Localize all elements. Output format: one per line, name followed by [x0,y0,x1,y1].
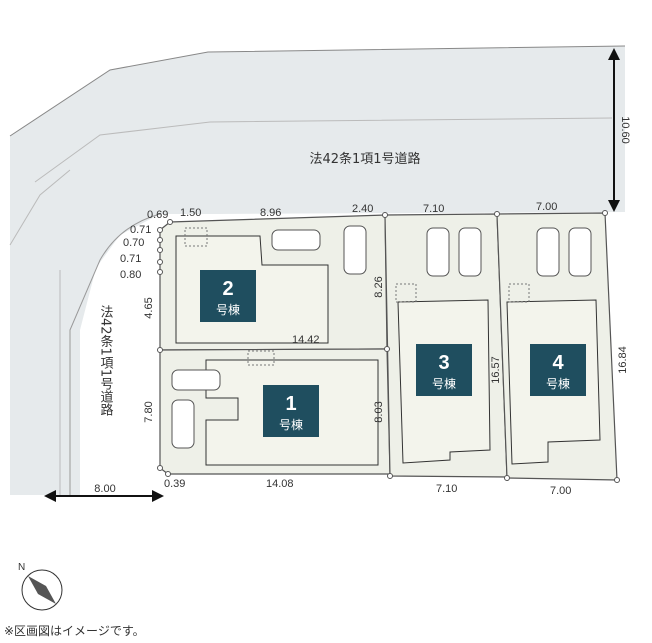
dim-corner-4: 0.71 [120,253,141,265]
compass-north-label: N [18,562,25,573]
dim-top-1: 1.50 [180,207,201,219]
road-surface [10,46,625,495]
dim-bottom-4: 7.00 [550,485,571,497]
dim-bottom-3: 7.10 [436,483,457,495]
building-4-number: 4 [552,352,564,374]
dim-lot1-side: 7.80 [143,401,155,422]
dim-lot1-bottom: 14.08 [266,478,294,490]
building-1-label: 1 号棟 [263,385,319,437]
building-3-suffix: 号棟 [432,376,456,391]
building-4-label: 4 号棟 [530,344,586,396]
road-label-left: 法42条1項1号道路 [98,305,114,417]
dim-lot1-corner: 0.39 [164,478,185,490]
road-edge-inner [34,117,613,183]
compass-icon: N [18,562,63,611]
dim-corner-2: 0.71 [130,224,151,236]
survey-points [157,210,620,483]
dim-corner-5: 0.80 [120,269,141,281]
dim-lot2-side: 4.65 [143,297,155,318]
dim-top-3: 2.40 [352,203,373,215]
arrow-head-icon [608,48,620,60]
dim-lot3-right: 16.57 [490,356,502,384]
dim-top-4: 7.10 [423,203,444,215]
entry-tile-1 [247,350,275,366]
dim-lot4-right: 16.84 [617,346,629,374]
dim-lot2-right: 8.26 [373,276,385,297]
building-1-number: 1 [285,393,296,415]
road-edge-outer [9,45,626,137]
car-icon [171,225,592,449]
building-2-number: 2 [222,278,233,300]
arrow-head-icon [152,490,164,502]
arrow-head-icon [608,200,620,212]
road-edge-curve [9,169,71,495]
dim-road-left: 8.00 [94,483,115,495]
road-label-top: 法42条1項1号道路 [309,151,420,167]
building-4-suffix: 号棟 [546,376,570,391]
building-3-label: 3 号棟 [416,344,472,396]
dim-corner-1: 0.69 [147,209,168,221]
dim-top-2: 8.96 [260,207,281,219]
entry-tile-4 [508,283,530,303]
road-curb [69,213,161,495]
building-3-number: 3 [438,352,449,374]
entry-tile-3 [395,283,417,303]
dim-corner-3: 0.70 [123,237,144,249]
dim-top-5: 7.00 [536,201,557,213]
arrow-head-icon [44,490,56,502]
dim-road-right: 10.60 [619,116,631,144]
building-1-suffix: 号棟 [279,417,303,432]
building-2-label: 2 号棟 [200,270,256,322]
building-2-suffix: 号棟 [216,302,240,317]
dim-lot1-right: 8.03 [373,401,385,422]
dim-lot2-bottom: 14.42 [292,334,320,346]
image-disclaimer: ※区画図はイメージです。 [4,624,145,638]
